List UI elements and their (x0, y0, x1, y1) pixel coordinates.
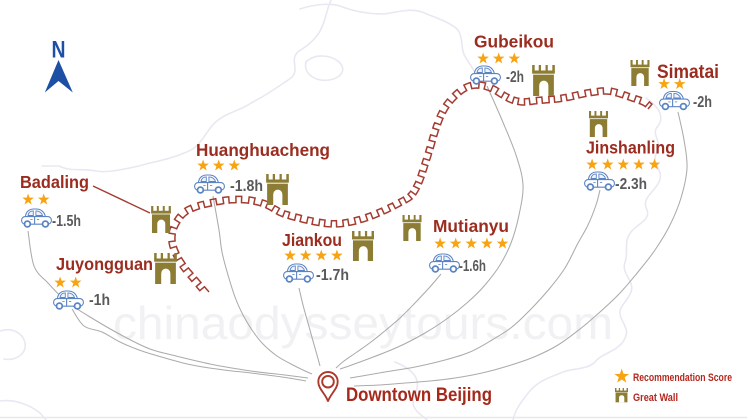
svg-text:Downtown Beijing: Downtown Beijing (346, 385, 492, 406)
svg-text:chinaodysseytours.com: chinaodysseytours.com (113, 297, 613, 349)
svg-text:Mutianyu: Mutianyu (433, 216, 509, 236)
svg-text:-1.8h: -1.8h (230, 178, 263, 195)
svg-text:Jiankou: Jiankou (282, 230, 342, 250)
svg-text:Gubeikou: Gubeikou (474, 32, 554, 52)
svg-text:-2.3h: -2.3h (615, 176, 647, 193)
svg-text:-1.5h: -1.5h (52, 213, 81, 230)
svg-text:-2h: -2h (506, 69, 524, 86)
svg-text:N: N (52, 37, 66, 64)
svg-text:Badaling: Badaling (20, 172, 89, 192)
svg-text:Recommendation Score: Recommendation Score (633, 372, 732, 384)
svg-text:-1h: -1h (89, 292, 110, 309)
svg-text:Juyongguan: Juyongguan (56, 254, 153, 274)
svg-text:Great Wall: Great Wall (633, 392, 678, 404)
svg-text:-1.7h: -1.7h (316, 267, 349, 284)
svg-text:Huanghuacheng: Huanghuacheng (196, 140, 330, 160)
svg-text:Jinshanling: Jinshanling (586, 138, 675, 158)
svg-text:-2h: -2h (693, 94, 712, 111)
svg-text:Simatai: Simatai (657, 62, 719, 83)
svg-text:-1.6h: -1.6h (459, 258, 486, 275)
